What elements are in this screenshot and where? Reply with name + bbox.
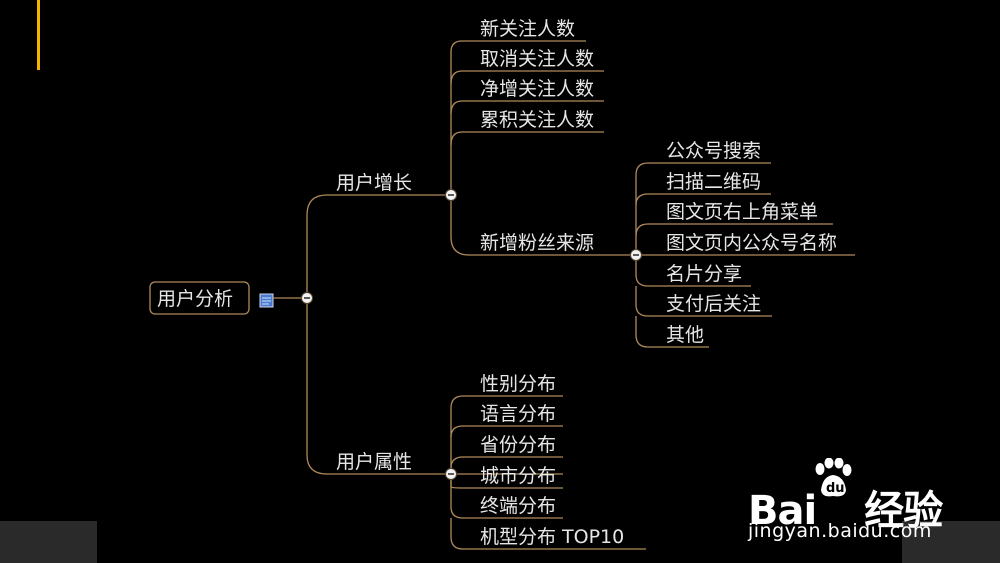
node-city: 城市分布	[480, 465, 556, 487]
collapse-toggle-fan-source[interactable]	[630, 249, 642, 261]
node-source-other: 其他	[666, 324, 704, 346]
connector-source-6	[635, 316, 709, 348]
paw-icon: du	[815, 458, 852, 497]
collapse-toggle-attribute[interactable]	[445, 468, 457, 480]
node-source-search: 公众号搜索	[666, 140, 761, 162]
accent-bar	[37, 0, 40, 70]
connector-branch-growth	[306, 194, 446, 298]
connector-attr-2	[450, 456, 563, 469]
connector-branch-attribute	[306, 298, 446, 475]
node-terminal: 终端分布	[480, 495, 556, 517]
connector-growth-4	[450, 195, 633, 256]
root-node[interactable]: 用户分析	[149, 281, 250, 315]
connector-attr-4	[450, 474, 563, 519]
node-net-followers: 净增关注人数	[480, 78, 594, 100]
node-new-followers: 新关注人数	[480, 18, 575, 40]
connector-growth-1	[450, 70, 604, 85]
connector-source-5	[635, 286, 772, 317]
branch-label-growth: 用户增长	[336, 172, 412, 194]
node-language: 语言分布	[480, 403, 556, 425]
connector-source-4	[635, 255, 751, 287]
connector-growth-3	[450, 131, 604, 146]
watermark-url: jingyan.baidu.com	[748, 520, 932, 542]
node-source-card-share: 名片分享	[666, 263, 742, 285]
connector-attr-1	[450, 425, 563, 438]
connector-growth-2	[450, 100, 604, 115]
watermark-brand: Bai 经验	[748, 478, 943, 536]
connector-source-1	[635, 193, 771, 206]
node-cumulative-followers: 累积关注人数	[480, 109, 594, 131]
node-source-menu: 图文页右上角菜单	[666, 201, 818, 223]
node-source-after-payment: 支付后关注	[666, 293, 761, 315]
collapse-toggle-growth[interactable]	[445, 189, 457, 201]
corner-box-left	[0, 521, 97, 563]
node-source-article-name: 图文页内公众号名称	[666, 232, 837, 254]
node-gender: 性别分布	[480, 373, 556, 395]
node-unfollow: 取消关注人数	[480, 48, 594, 70]
svg-text:du: du	[826, 481, 845, 496]
collapse-toggle-root[interactable]	[301, 292, 313, 304]
note-icon[interactable]	[259, 293, 274, 308]
connector-growth-0	[450, 40, 586, 195]
watermark-brand-left: Bai	[748, 488, 817, 534]
node-new-fan-source: 新增粉丝来源	[480, 232, 594, 254]
connector-attr-5	[450, 518, 646, 550]
connector-source-2	[635, 223, 833, 237]
connector-source-0	[635, 162, 771, 255]
corner-box-right	[902, 521, 1000, 563]
root-node-label: 用户分析	[157, 288, 233, 310]
baidu-watermark: du Bai 经验 jingyan.baidu.com	[748, 458, 944, 542]
connector-attr-0	[450, 395, 563, 474]
branch-label-attribute: 用户属性	[336, 451, 412, 473]
node-province: 省份分布	[480, 434, 556, 456]
watermark-brand-right: 经验	[864, 488, 943, 534]
node-source-qrcode: 扫描二维码	[666, 171, 761, 193]
node-device-model: 机型分布 TOP10	[480, 526, 624, 548]
